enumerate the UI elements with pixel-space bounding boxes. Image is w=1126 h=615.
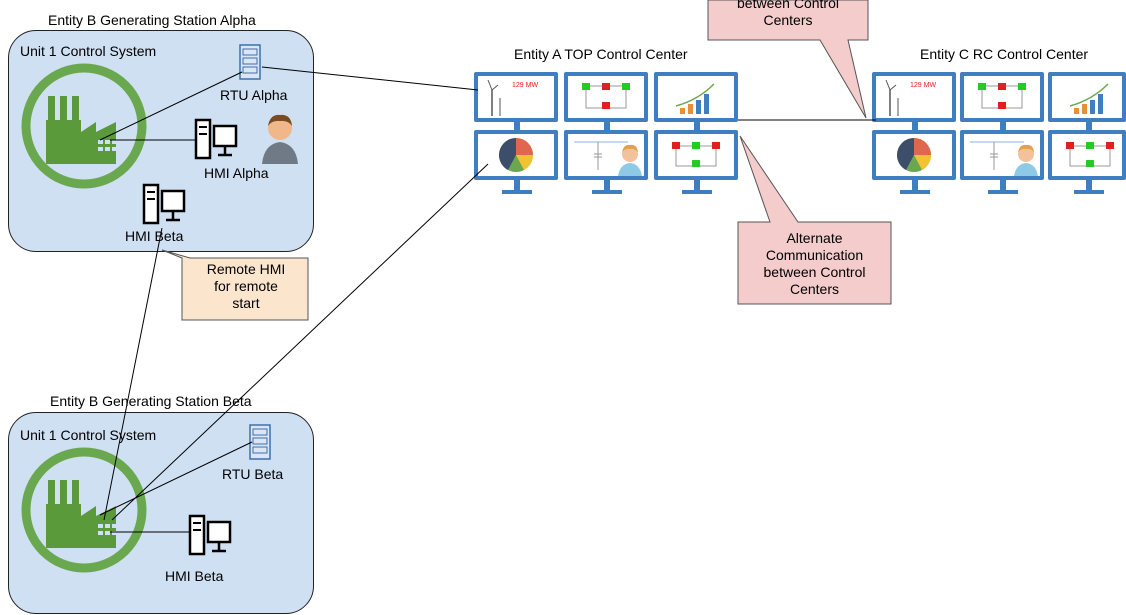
monitor-wind: 129 MW	[474, 72, 558, 122]
workstation-icon	[188, 514, 232, 556]
callout-line: start	[232, 295, 260, 311]
remote-hmi-callout: Remote HMI for remote start	[184, 261, 308, 312]
monitor-growth	[1048, 72, 1126, 122]
factory-icon	[21, 63, 147, 189]
rtu-alpha-icon	[239, 44, 261, 80]
control-center-c-title: Entity C RC Control Center	[920, 46, 1089, 62]
rtu-beta-label: RTU Beta	[222, 466, 284, 482]
alternate-callout: Alternate Communication between Control …	[738, 230, 891, 298]
control-center-a-title: Entity A TOP Control Center	[514, 46, 688, 62]
control-center-c-video-wall: 129 MW	[872, 72, 1126, 198]
rtu-alpha-label: RTU Alpha	[220, 87, 288, 103]
hmi-alpha-label: HMI Alpha	[204, 165, 269, 181]
callout-line: for remote	[214, 278, 278, 294]
monitor-pie	[872, 130, 956, 180]
alternate-callout-shape	[737, 135, 892, 305]
monitor-pie	[474, 130, 558, 180]
mw-readout-a: 129 MW	[512, 82, 539, 89]
rtu-beta-icon	[249, 424, 271, 460]
top-callout: between Control Centers	[708, 0, 868, 29]
hmi-beta-remote-label: HMI Beta	[125, 228, 184, 244]
monitor-operator	[564, 130, 648, 180]
workstation-icon	[142, 183, 186, 225]
monitor-wind: 129 MW	[872, 72, 956, 122]
hmi-beta-label: HMI Beta	[165, 568, 224, 584]
top-callout-shape	[707, 0, 869, 119]
monitor-breakers	[960, 72, 1044, 122]
mw-readout-c: 129 MW	[910, 82, 937, 89]
callout-line: Communication	[765, 247, 864, 263]
person-icon	[262, 114, 298, 164]
callout-line: Remote HMI	[206, 261, 286, 277]
workstation-icon	[194, 118, 238, 160]
callout-line: Alternate	[786, 230, 843, 246]
monitor-breakers-2	[654, 130, 738, 180]
callout-line: Centers	[763, 12, 813, 28]
station-alpha-system-label: Unit 1 Control System	[20, 43, 157, 59]
callout-line: Centers	[789, 281, 840, 297]
station-beta-title: Entity B Generating Station Beta	[50, 393, 252, 409]
control-center-a-video-wall: 129 MW	[474, 72, 738, 198]
callout-line: between Control	[763, 264, 866, 280]
callout-line: between Control	[737, 0, 839, 11]
station-beta-system-label: Unit 1 Control System	[20, 427, 157, 443]
monitor-growth	[654, 72, 738, 122]
factory-icon	[21, 447, 147, 573]
monitor-breakers-2	[1048, 130, 1126, 180]
monitor-operator	[960, 130, 1044, 180]
station-alpha-title: Entity B Generating Station Alpha	[48, 12, 256, 28]
monitor-breakers	[564, 72, 648, 122]
